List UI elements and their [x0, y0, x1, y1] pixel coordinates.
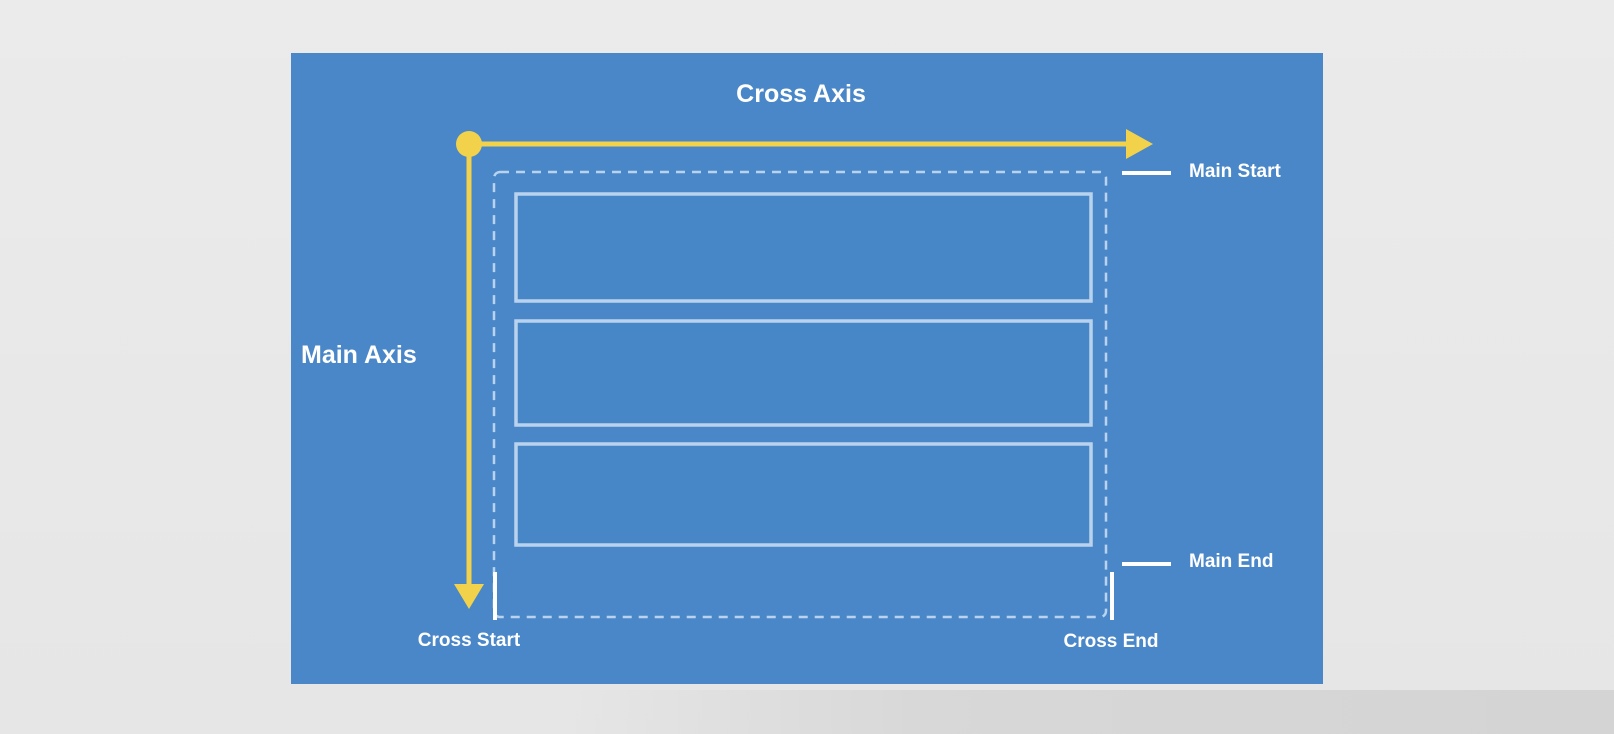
flex-item-3	[514, 442, 1093, 547]
flex-container-outline	[492, 170, 1108, 619]
flexbox-axis-diagram: Cross Axis Main Axis Main Start Main End…	[291, 53, 1323, 684]
main-axis-label: Main Axis	[301, 341, 417, 369]
diagram-canvas	[454, 129, 1171, 620]
background-shadow	[560, 690, 1614, 734]
main-axis-arrowhead-icon	[454, 584, 484, 609]
main-end-label: Main End	[1189, 551, 1274, 572]
axis-origin-dot-icon	[456, 131, 482, 157]
main-start-label: Main Start	[1189, 161, 1281, 182]
flex-item-2	[514, 319, 1093, 427]
flex-item-1	[514, 192, 1093, 303]
cross-axis-label: Cross Axis	[736, 80, 866, 108]
cross-end-label: Cross End	[1063, 631, 1159, 652]
cross-start-label: Cross Start	[417, 630, 521, 651]
cross-axis-arrowhead-icon	[1126, 129, 1153, 159]
